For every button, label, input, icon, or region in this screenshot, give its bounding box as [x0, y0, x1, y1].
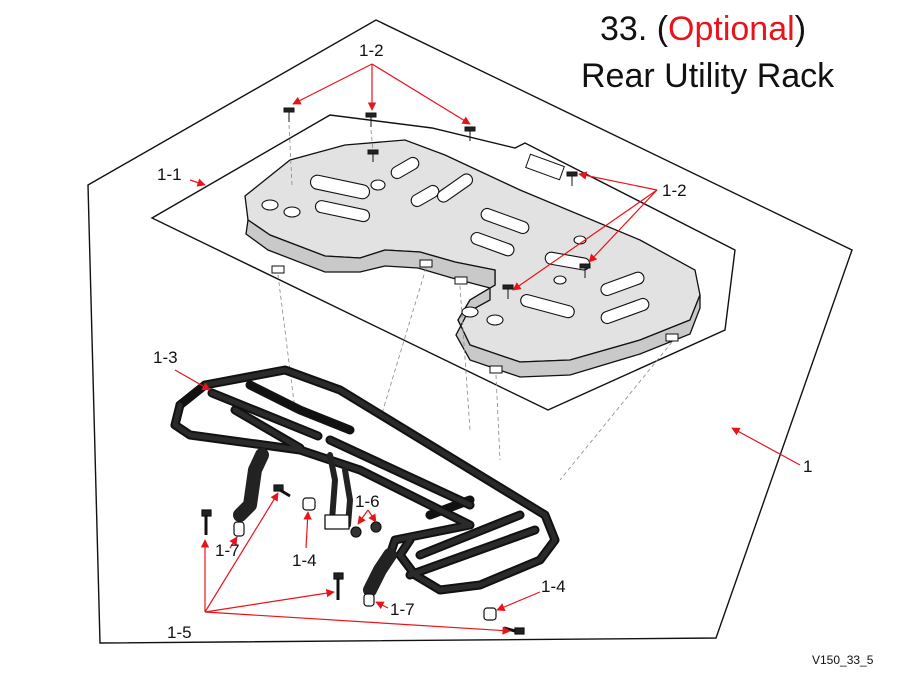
- callout-1-2-right: 1-2: [662, 181, 687, 200]
- rack-plate: [244, 139, 701, 378]
- assembly-boundary-outline: [87, 19, 853, 644]
- footer-code: V150_33_5: [812, 653, 874, 667]
- leader-lines: [174, 63, 801, 635]
- page-title-name: Rear Utility Rack: [581, 57, 835, 95]
- alignment-dash-lines: [277, 124, 673, 481]
- page-title-number: 33. (Optional): [600, 10, 806, 49]
- callout-1: 1: [803, 457, 812, 476]
- callout-1-1: 1-1: [157, 165, 182, 184]
- callout-1-4-right: 1-4: [541, 577, 566, 596]
- plate-outline-frame: [150, 114, 736, 411]
- callout-1-6: 1-6: [355, 492, 380, 511]
- screw-parts-1-2: [283, 107, 591, 299]
- callout-1-2-top: 1-2: [359, 41, 384, 60]
- callout-1-4-left: 1-4: [292, 551, 317, 570]
- callout-1-5: 1-5: [167, 623, 192, 642]
- rack-frame: [170, 365, 560, 597]
- title-optional-word: Optional: [668, 10, 795, 48]
- callout-1-7-bottom: 1-7: [390, 600, 415, 619]
- plate-rubber-feet: [271, 259, 679, 374]
- hardware-parts: [201, 484, 525, 635]
- callout-1-3: 1-3: [153, 348, 178, 367]
- callout-1-7-left: 1-7: [215, 541, 240, 560]
- title-prefix: 33. (: [600, 10, 669, 48]
- title-suffix: ): [794, 10, 807, 48]
